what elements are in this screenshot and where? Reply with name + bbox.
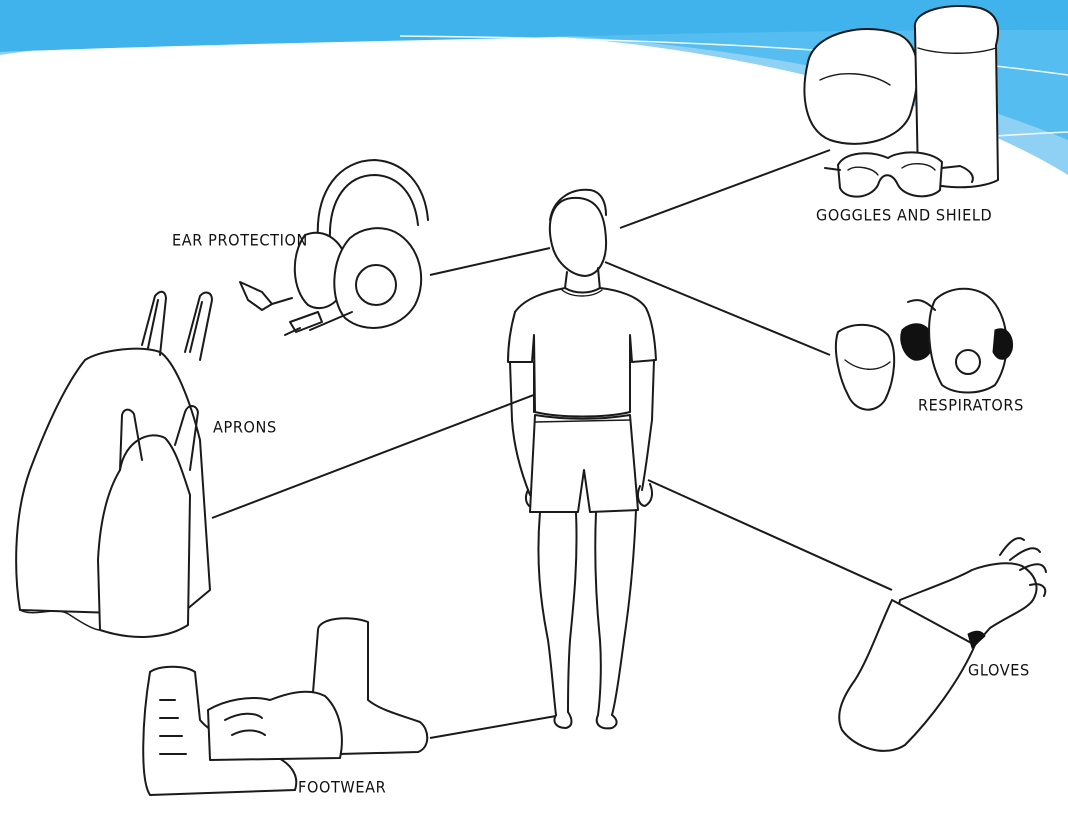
label-gloves: GLOVES [968, 662, 1030, 679]
label-goggles-and-shield: GOGGLES AND SHIELD [816, 207, 992, 224]
gloves-drawing [839, 538, 1046, 751]
human-figure [508, 190, 656, 729]
goggles-shield-drawing [804, 6, 998, 197]
aprons-drawing [16, 292, 212, 637]
label-aprons: APRONS [213, 419, 277, 436]
label-ear-protection: EAR PROTECTION [172, 232, 308, 249]
label-respirators: RESPIRATORS [918, 397, 1024, 414]
label-footwear: FOOTWEAR [298, 779, 386, 796]
footwear-drawing [143, 618, 427, 795]
respirators-drawing [836, 289, 1013, 410]
